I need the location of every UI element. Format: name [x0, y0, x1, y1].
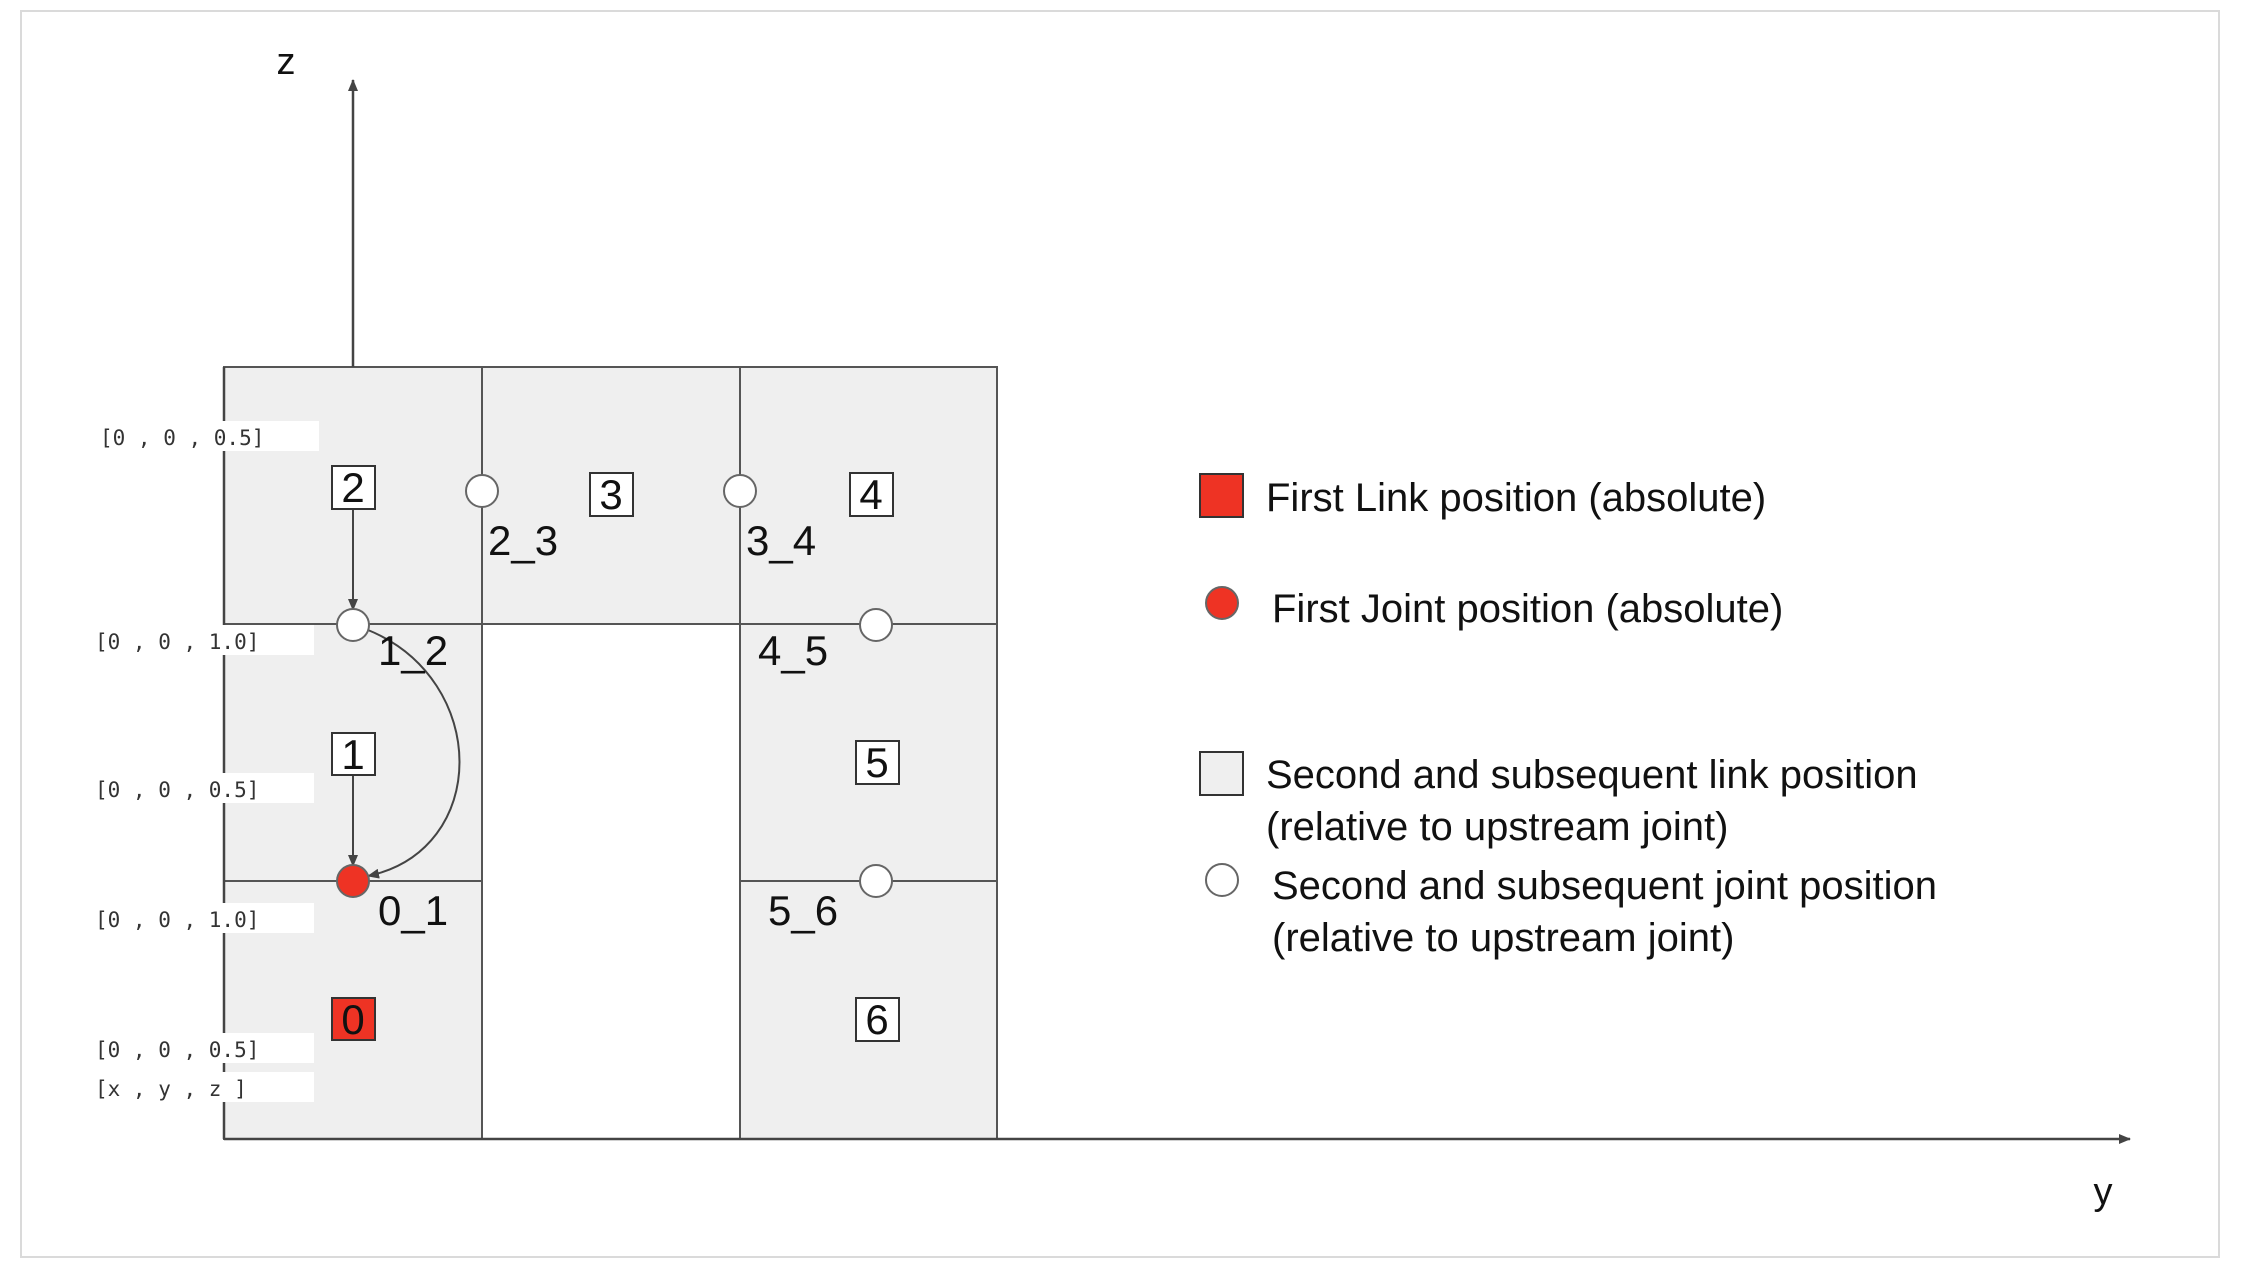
- legend: First Link position (absolute) First Joi…: [1199, 473, 1937, 960]
- link-label-3: 3: [599, 471, 622, 518]
- joint-label-1-2: 1_2: [378, 627, 448, 674]
- legend-subsequent-joint-label-2: (relative to upstream joint): [1272, 916, 1734, 960]
- legend-first-link-label: First Link position (absolute): [1266, 476, 1766, 520]
- joint-5-6: [859, 864, 893, 898]
- joint-label-4-5: 4_5: [758, 627, 828, 674]
- coord-label: [0 , 0 , 0.5]: [100, 426, 264, 450]
- link-label-5: 5: [865, 739, 888, 786]
- link-box-2: [331, 465, 376, 510]
- joint-markers: 0_1 1_2 2_3 3_4 4_5 5_6: [336, 474, 893, 934]
- link-box-4: [849, 472, 894, 517]
- link-label-6: 6: [865, 996, 888, 1043]
- z-axis-label: z: [277, 41, 296, 83]
- relation-arrows: [348, 508, 461, 879]
- joint-4-5: [859, 608, 893, 642]
- joint-label-5-6: 5_6: [768, 887, 838, 934]
- link-label-1: 1: [341, 731, 364, 778]
- legend-subsequent-joint-swatch: [1205, 863, 1239, 897]
- legend-first-joint-label: First Joint position (absolute): [1272, 587, 1783, 631]
- coord-label: [0 , 0 , 0.5]: [95, 778, 259, 802]
- legend-subsequent-link-label-2: (relative to upstream joint): [1266, 805, 1728, 849]
- link-label-4: 4: [859, 471, 882, 518]
- coord-label: [0 , 0 , 0.5]: [95, 1038, 259, 1062]
- link-box-0: [331, 997, 376, 1041]
- coord-label: [0 , 0 , 1.0]: [95, 630, 259, 654]
- legend-subsequent-link-swatch: [1199, 751, 1244, 796]
- link-label-0: 0: [341, 996, 364, 1043]
- link-label-2: 2: [341, 464, 364, 511]
- joint-label-2-3: 2_3: [488, 517, 558, 564]
- link-cells: [223, 366, 998, 1140]
- legend-first-link-swatch: [1199, 473, 1244, 518]
- link-box-6: [855, 997, 900, 1042]
- axes: z y: [222, 41, 2131, 1213]
- coord-label: [0 , 0 , 1.0]: [95, 908, 259, 932]
- joint-0-1: [336, 864, 370, 898]
- y-axis-label: y: [2094, 1171, 2113, 1213]
- link-box-1: [331, 732, 376, 776]
- link-box-5: [855, 740, 900, 785]
- joint-3-4: [723, 474, 757, 508]
- coordinate-labels: [0 , 0 , 0.5] [0 , 0 , 1.0] [0 , 0 , 0.5…: [90, 421, 319, 1102]
- joint-label-0-1: 0_1: [378, 887, 448, 934]
- arrow-joint12-to-joint01: [367, 629, 461, 879]
- joint-label-3-4: 3_4: [746, 517, 816, 564]
- legend-subsequent-link-label-1: Second and subsequent link position: [1266, 753, 1918, 797]
- link-markers: 0 1 2 3 4 5 6: [331, 464, 900, 1043]
- joint-1-2: [336, 608, 370, 642]
- joint-2-3: [465, 474, 499, 508]
- legend-subsequent-joint-label-1: Second and subsequent joint position: [1272, 864, 1937, 908]
- legend-first-joint-swatch: [1205, 586, 1239, 620]
- coord-label: [x , y , z ]: [95, 1077, 247, 1101]
- link-box-3: [589, 472, 634, 517]
